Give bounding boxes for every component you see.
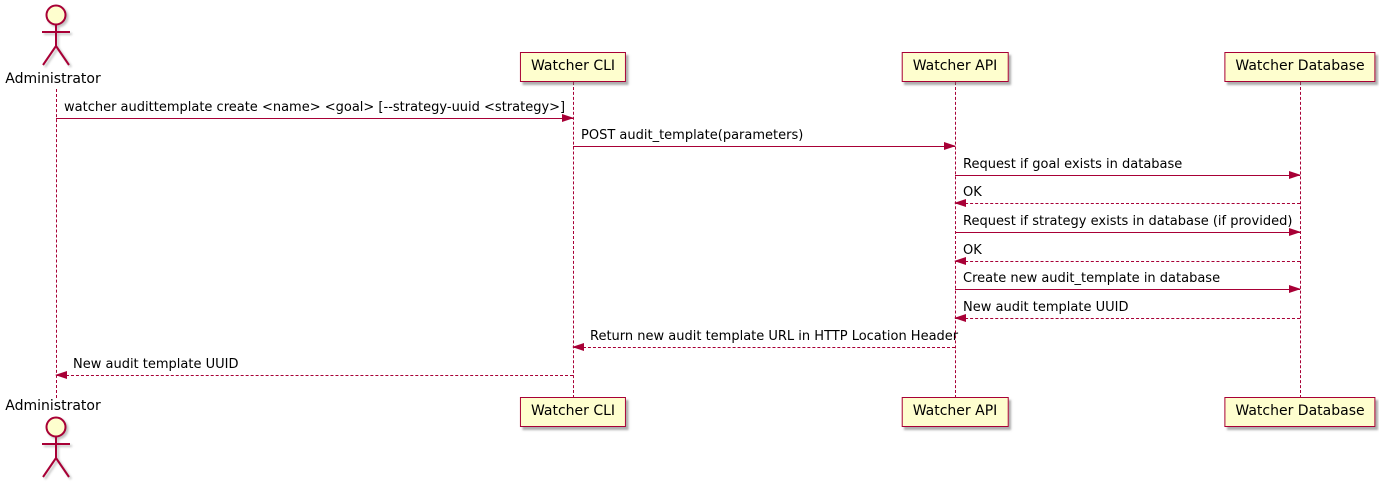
participant-watcher-database-top: Watcher Database — [1224, 52, 1376, 82]
arrowhead-right-icon — [944, 142, 956, 150]
message-label: Return new audit template URL in HTTP Lo… — [590, 329, 959, 344]
lifeline-watcher-api — [955, 82, 956, 398]
participant-watcher-cli-top: Watcher CLI — [519, 52, 627, 82]
arrowhead-right-icon — [1289, 285, 1301, 293]
message-ok-strategy: OK — [954, 243, 1300, 265]
arrowhead-left-icon — [55, 371, 67, 379]
message-create-new-audit-template: Create new audit_template in database — [955, 271, 1301, 293]
lifeline-watcher-cli — [573, 82, 574, 398]
message-arrow — [955, 285, 1301, 293]
message-arrow — [55, 371, 573, 379]
participant-watcher-cli-bottom: Watcher CLI — [519, 397, 627, 427]
actor-administrator-bottom-label: Administrator — [5, 398, 101, 414]
message-label: Request if strategy exists in database (… — [963, 214, 1293, 229]
actor-administrator-bottom — [32, 415, 80, 482]
message-label: Create new audit_template in database — [963, 271, 1221, 286]
message-label: New audit template UUID — [73, 357, 239, 372]
arrowhead-left-icon — [954, 199, 966, 207]
message-label: New audit template UUID — [963, 300, 1129, 315]
participant-watcher-database-bottom: Watcher Database — [1224, 397, 1376, 427]
participant-watcher-api-bottom: Watcher API — [901, 397, 1009, 427]
participant-watcher-api-top: Watcher API — [901, 52, 1009, 82]
message-label: watcher audittemplate create <name> <goa… — [64, 100, 566, 115]
lifeline-administrator — [56, 89, 57, 398]
actor-administrator-top-label: Administrator — [5, 71, 101, 87]
message-arrow — [56, 114, 574, 122]
arrowhead-right-icon — [1289, 171, 1301, 179]
message-label: Request if goal exists in database — [963, 157, 1183, 172]
arrowhead-right-icon — [562, 114, 574, 122]
message-request-goal-exists: Request if goal exists in database — [955, 157, 1301, 179]
message-ok-goal: OK — [954, 185, 1300, 207]
message-label: OK — [963, 185, 982, 200]
arrowhead-left-icon — [954, 257, 966, 265]
message-arrow — [954, 257, 1300, 265]
message-return-url-location-header: Return new audit template URL in HTTP Lo… — [572, 329, 959, 351]
arrowhead-right-icon — [1289, 228, 1301, 236]
message-request-strategy-exists: Request if strategy exists in database (… — [955, 214, 1301, 236]
message-post-audit-template: POST audit_template(parameters) — [573, 128, 956, 150]
actor-icon — [42, 4, 70, 66]
message-arrow — [955, 171, 1301, 179]
actor-administrator-top — [32, 3, 80, 70]
message-arrow — [954, 199, 1300, 207]
message-arrow — [573, 142, 956, 150]
message-label: POST audit_template(parameters) — [581, 128, 804, 143]
message-create-audittemplate: watcher audittemplate create <name> <goa… — [56, 100, 574, 122]
lifeline-watcher-database — [1300, 82, 1301, 398]
message-new-audit-template-uuid-admin: New audit template UUID — [55, 357, 573, 379]
message-arrow — [955, 228, 1301, 236]
arrowhead-left-icon — [954, 314, 966, 322]
arrowhead-left-icon — [572, 343, 584, 351]
message-arrow — [954, 314, 1300, 322]
message-arrow — [572, 343, 955, 351]
message-new-audit-template-uuid-db: New audit template UUID — [954, 300, 1300, 322]
message-label: OK — [963, 243, 982, 258]
actor-icon — [42, 416, 70, 478]
